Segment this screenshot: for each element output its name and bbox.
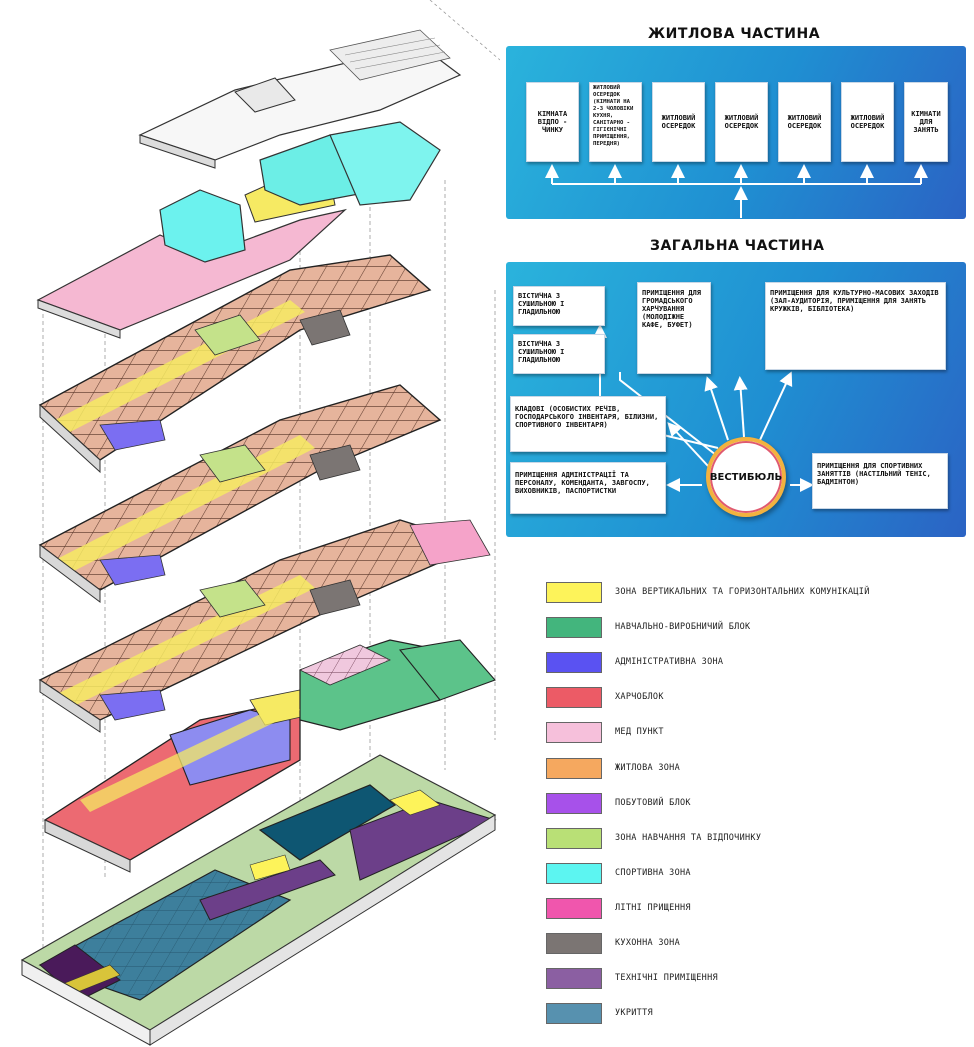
card-vestibule-2: ВІСТИЧНА З СУШИЛЬНОЮ І ГЛАДИЛЬНОЮ (513, 334, 605, 374)
card-culture: ПРИМІЩЕННЯ ДЛЯ КУЛЬТУРНО-МАСОВИХ ЗАХОДІВ… (765, 282, 946, 370)
level-6 (36, 121, 441, 339)
card-rest-room: КІМНАТА ВІДПО - ЧИНКУ (526, 82, 579, 162)
legend-label: НАВЧАЛЬНО-ВИРОБНИЧИЙ БЛОК (615, 622, 751, 632)
card-storage: КЛАДОВІ (ОСОБИСТИХ РЕЧІВ, ГОСПОДАРСЬКОГО… (510, 396, 666, 452)
level-5 (38, 254, 432, 474)
card-living-unit-2: ЖИТЛОВИЙ ОСЕРЕДОК (715, 82, 768, 162)
legend-label: ПОБУТОВИЙ БЛОК (615, 798, 691, 808)
card-vestibule-1: ВІСТИЧНА З СУШИЛЬНОЮ І ГЛАДИЛЬНОЮ (513, 286, 605, 326)
card-living-unit-3: ЖИТЛОВИЙ ОСЕРЕДОК (778, 82, 831, 162)
legend-label: МЕД ПУНКТ (615, 727, 664, 737)
legend-swatch (546, 652, 602, 673)
exploded-axonometric (20, 0, 500, 1046)
card-living-unit-1: ЖИТЛОВИЙ ОСЕРЕДОК (652, 82, 705, 162)
legend-swatch (546, 1003, 602, 1024)
legend-swatch (546, 687, 602, 708)
legend-swatch (546, 828, 602, 849)
legend-swatch (546, 968, 602, 989)
legend-label: ТЕХНІЧНІ ПРИМІЩЕННЯ (615, 973, 718, 983)
vestibule-hub: ВЕСТИБЮЛЬ (706, 437, 786, 517)
legend-label: ЗОНА НАВЧАННЯ ТА ВІДПОЧИНКУ (615, 833, 762, 843)
legend-label: ЖИТЛОВА ЗОНА (615, 763, 681, 773)
legend-label: КУХОННА ЗОНА (615, 938, 681, 948)
legend-swatch (546, 863, 602, 884)
card-living-unit-detailed: ЖИТЛОВИЙ ОСЕРЕДОК (КІМНАТИ НА 2-3 ЧОЛОВІ… (589, 82, 642, 162)
card-living-unit-4: ЖИТЛОВИЙ ОСЕРЕДОК (841, 82, 894, 162)
level-3 (38, 519, 491, 733)
card-sports-rooms: ПРИМІЩЕННЯ ДЛЯ СПОРТИВНИХ ЗАНЯТТІВ (НАСТ… (812, 453, 948, 509)
basement-level (20, 754, 497, 1046)
legend-swatch (546, 582, 602, 603)
legend-label: ЛІТНІ ПРИЩЕННЯ (615, 903, 691, 913)
legend-swatch (546, 722, 602, 743)
legend-swatch (546, 758, 602, 779)
common-title: ЗАГАЛЬНА ЧАСТИНА (650, 238, 825, 254)
roof-level (138, 29, 462, 169)
legend-swatch (546, 793, 602, 814)
card-catering: ПРИМІЩЕННЯ ДЛЯ ГРОМАДСЬКОГО ХАРЧУВАННЯ (… (637, 282, 711, 374)
card-study-rooms: КІМНАТИ ДЛЯ ЗАНЯТЬ (904, 82, 948, 162)
legend-label: ХАРЧОБЛОК (615, 692, 664, 702)
legend-swatch (546, 933, 602, 954)
legend-label: АДМІНІСТРАТИВНА ЗОНА (615, 657, 724, 667)
legend-label: УКРИТТЯ (615, 1008, 653, 1018)
legend-label: СПОРТИВНА ЗОНА (615, 868, 691, 878)
card-administration: ПРИМІЩЕННЯ АДМІНІСТРАЦІЇ ТА ПЕРСОНАЛУ, К… (510, 462, 666, 514)
level-2 (43, 639, 496, 873)
legend-swatch (546, 898, 602, 919)
legend-label: ЗОНА ВЕРТИКАЛЬНИХ ТА ГОРИЗОНТАЛЬНИХ КОМУ… (615, 587, 870, 597)
level-4 (38, 384, 442, 603)
legend-swatch (546, 617, 602, 638)
residential-title: ЖИТЛОВА ЧАСТИНА (648, 26, 821, 42)
